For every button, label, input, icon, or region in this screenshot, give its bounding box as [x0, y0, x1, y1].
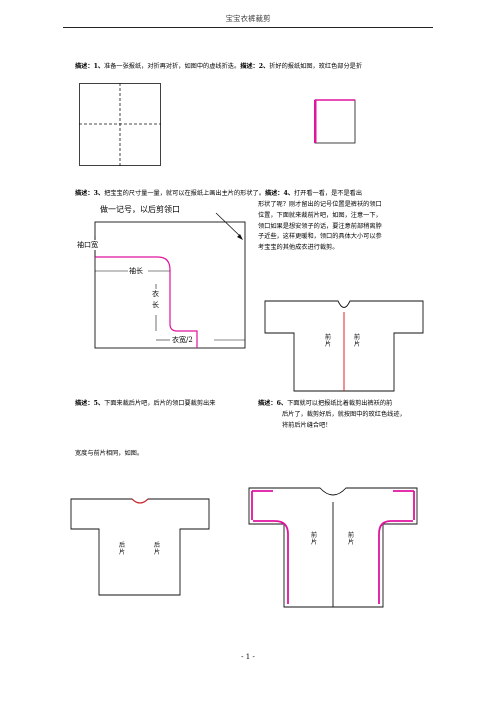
step-5-text: 描述：5、下面来裁后片吧，后片的领口要裁剪出来: [75, 400, 216, 407]
back-left-label: 后片: [119, 542, 126, 556]
page-header-title: 宝宝衣裤裁剪: [225, 14, 271, 23]
header-rule: [63, 27, 433, 28]
step-6-cont: 后片了，裁剪好后，就按图中的玫红色线迹， 将前后片缝合吧！: [282, 411, 406, 429]
fig-back-piece: 后片 后片: [70, 497, 210, 597]
step-1-text: 描述：1、准备一张报纸，对折再对折，如图中的虚线折迭。描述：2、折好的报纸如图，…: [75, 63, 363, 70]
step-4-text: 形状了呢？刚才留出的记号位置是裤袄的领口 位置，下面就来裁前片吧，如图，注意一下…: [258, 201, 382, 252]
step-3-text: 描述：3、把宝宝的尺寸量一量，就可以在报纸上画出主片的形状了。描述：4、打开看一…: [75, 190, 363, 197]
label-length-1: 衣: [152, 289, 159, 299]
fig-folded-quarter: [314, 99, 356, 144]
label-cuff-width: 袖口宽: [77, 240, 98, 250]
step-6-text: 描述：6、下面就可以把报纸比着裁剪出裤袄的前: [258, 400, 393, 407]
fig-front-piece: 前片 前片: [264, 300, 424, 392]
front-left-label: 前片: [325, 334, 332, 348]
sewn-right-label: 前片: [348, 532, 355, 546]
fig-folded-paper: [79, 83, 161, 166]
fig-sewn-piece: 前片 前片: [247, 484, 419, 610]
fig-measure-diagram: 做一记号，以后剪领口 袖口宽 袖长 衣 长 衣宽/2: [74, 200, 248, 350]
sewn-left-label: 前片: [311, 532, 318, 546]
step-5-cont: 宽度与前片相同，如图。: [75, 450, 144, 457]
front-right-label: 前片: [354, 334, 361, 348]
label-mark-neck: 做一记号，以后剪领口: [100, 205, 180, 214]
label-sleeve-length: 袖长: [129, 266, 143, 276]
label-half-width: 衣宽/2: [172, 335, 193, 345]
page-number: - 1 -: [241, 653, 255, 661]
back-right-label: 后片: [154, 542, 161, 556]
label-length-2: 长: [152, 300, 159, 310]
